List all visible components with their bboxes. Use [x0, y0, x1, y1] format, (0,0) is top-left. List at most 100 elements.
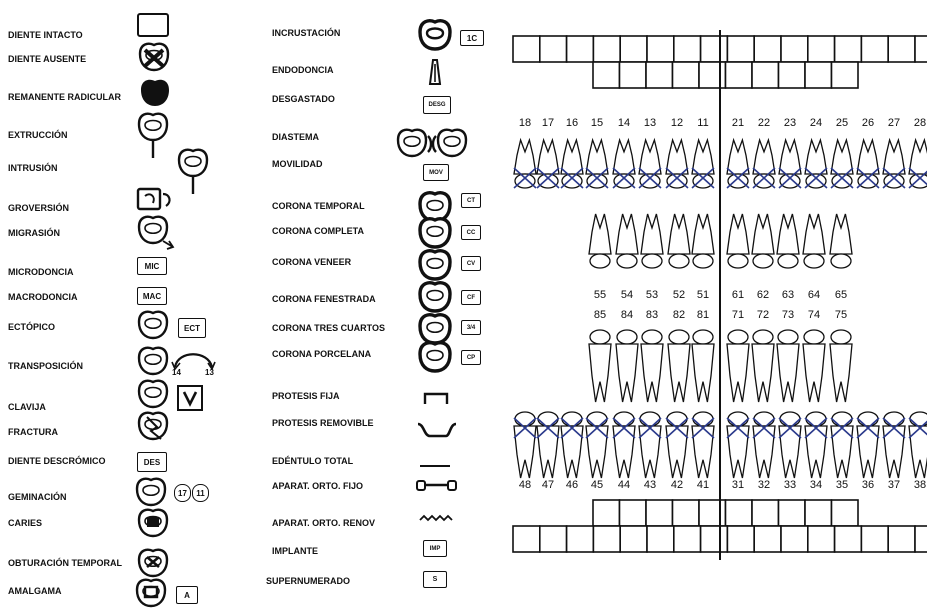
- lower-permanent-tooth: [805, 426, 827, 478]
- bottom-box: [835, 526, 862, 552]
- lower-primary-tooth-crown: [617, 330, 637, 344]
- upper-primary-tooth: [668, 214, 690, 254]
- tooth-number: 62: [757, 289, 769, 301]
- tooth-number: 74: [808, 309, 820, 321]
- lower-permanent-tooth: [857, 426, 879, 478]
- tooth-number: 12: [671, 117, 683, 129]
- bottom-inner-box: [593, 500, 620, 526]
- lower-permanent-tooth-crown: [587, 412, 607, 426]
- top-inner-box: [620, 62, 647, 88]
- upper-permanent-tooth: [831, 140, 853, 174]
- lower-permanent-tooth: [537, 426, 559, 478]
- tooth-number: 48: [519, 479, 531, 491]
- tooth-number: 51: [697, 289, 709, 301]
- bottom-inner-box: [646, 500, 673, 526]
- tooth-number: 38: [914, 479, 926, 491]
- bottom-inner-box: [832, 500, 859, 526]
- tooth-number: 81: [697, 309, 709, 321]
- tooth-number: 64: [808, 289, 820, 301]
- lower-permanent-tooth-crown: [614, 412, 634, 426]
- upper-primary-tooth: [830, 214, 852, 254]
- bottom-box: [808, 526, 835, 552]
- lower-primary-tooth: [830, 344, 852, 402]
- top-box: [647, 36, 674, 62]
- tooth-number: 47: [542, 479, 554, 491]
- tooth-number: 36: [862, 479, 874, 491]
- bottom-box: [754, 526, 781, 552]
- tooth-number: 53: [646, 289, 658, 301]
- tooth-number: 82: [673, 309, 685, 321]
- tooth-number: 22: [758, 117, 770, 129]
- tooth-number: 41: [697, 479, 709, 491]
- tooth-number: 73: [782, 309, 794, 321]
- lower-permanent-tooth-crown: [884, 412, 904, 426]
- upper-primary-tooth-crown: [728, 254, 748, 268]
- bottom-inner-box: [779, 500, 806, 526]
- lower-primary-tooth: [777, 344, 799, 402]
- upper-permanent-tooth-crown: [614, 174, 634, 188]
- bottom-inner-box: [673, 500, 700, 526]
- bottom-inner-box: [805, 500, 832, 526]
- lower-permanent-tooth: [692, 426, 714, 478]
- tooth-number: 33: [784, 479, 796, 491]
- upper-permanent-tooth: [857, 140, 879, 174]
- lower-permanent-tooth-crown: [806, 412, 826, 426]
- lower-permanent-tooth: [639, 426, 661, 478]
- lower-primary-tooth: [727, 344, 749, 402]
- upper-permanent-tooth-crown: [538, 174, 558, 188]
- upper-permanent-tooth-crown: [515, 174, 535, 188]
- tooth-number: 44: [618, 479, 630, 491]
- bottom-box: [781, 526, 808, 552]
- lower-permanent-tooth: [909, 426, 927, 478]
- top-box: [701, 36, 728, 62]
- upper-permanent-tooth: [779, 140, 801, 174]
- tooth-number: 75: [835, 309, 847, 321]
- tooth-number: 18: [519, 117, 531, 129]
- top-inner-box: [646, 62, 673, 88]
- top-box: [620, 36, 647, 62]
- tooth-number: 21: [732, 117, 744, 129]
- tooth-number: 13: [644, 117, 656, 129]
- tooth-number: 27: [888, 117, 900, 129]
- lower-permanent-tooth-crown: [832, 412, 852, 426]
- top-box: [861, 36, 888, 62]
- lower-permanent-tooth: [753, 426, 775, 478]
- lower-primary-tooth: [616, 344, 638, 402]
- top-inner-box: [726, 62, 753, 88]
- lower-permanent-tooth-crown: [754, 412, 774, 426]
- top-box: [835, 36, 862, 62]
- top-box: [808, 36, 835, 62]
- upper-permanent-tooth-crown: [754, 174, 774, 188]
- upper-primary-tooth: [752, 214, 774, 254]
- lower-permanent-tooth: [831, 426, 853, 478]
- tooth-number: 14: [618, 117, 630, 129]
- upper-permanent-tooth: [537, 140, 559, 174]
- tooth-number: 25: [836, 117, 848, 129]
- upper-primary-tooth-crown: [642, 254, 662, 268]
- top-box: [915, 36, 927, 62]
- lower-permanent-tooth-crown: [693, 412, 713, 426]
- top-box: [754, 36, 781, 62]
- upper-primary-tooth-crown: [590, 254, 610, 268]
- bottom-inner-box: [699, 500, 726, 526]
- tooth-number: 55: [594, 289, 606, 301]
- lower-primary-tooth: [668, 344, 690, 402]
- bottom-inner-box: [752, 500, 779, 526]
- lower-primary-tooth-crown: [669, 330, 689, 344]
- bottom-inner-box: [726, 500, 753, 526]
- top-box: [781, 36, 808, 62]
- tooth-number: 61: [732, 289, 744, 301]
- top-box: [593, 36, 620, 62]
- upper-primary-tooth-crown: [831, 254, 851, 268]
- tooth-number: 45: [591, 479, 603, 491]
- upper-permanent-tooth-crown: [858, 174, 878, 188]
- upper-permanent-tooth: [692, 140, 714, 174]
- upper-primary-tooth-crown: [778, 254, 798, 268]
- lower-permanent-tooth: [779, 426, 801, 478]
- lower-primary-tooth: [692, 344, 714, 402]
- top-inner-box: [673, 62, 700, 88]
- lower-primary-tooth-crown: [804, 330, 824, 344]
- lower-permanent-tooth-crown: [562, 412, 582, 426]
- upper-permanent-tooth-crown: [640, 174, 660, 188]
